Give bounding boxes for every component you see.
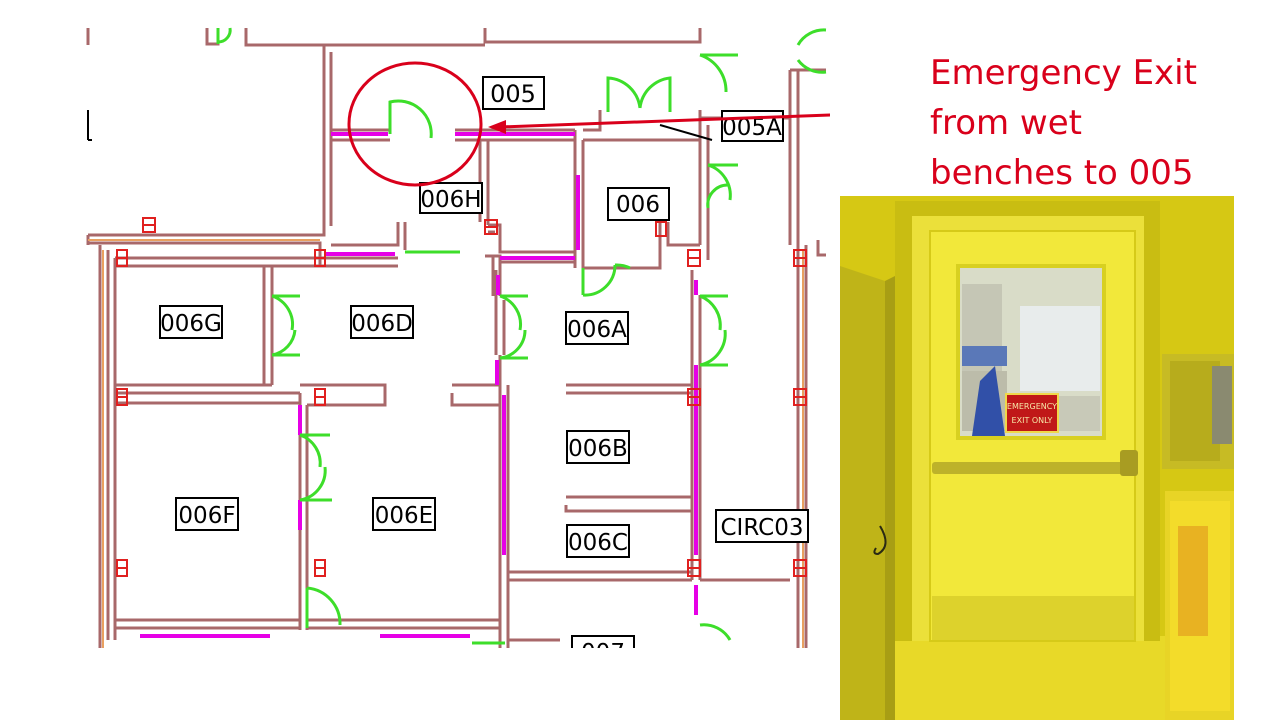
room-labels: 005 005A 006H 006 006G 006D 006A 006B 00… (159, 76, 809, 666)
room-label-circ03: CIRC03 (715, 509, 809, 543)
callout-line-2: from wet (930, 103, 1082, 143)
walls (86, 28, 826, 648)
svg-text:006E: 006E (375, 503, 433, 529)
floor-plan: 005 005A 006H 006 006G 006D 006A 006B 00… (86, 27, 830, 666)
room-label-006h: 006H (419, 182, 483, 214)
emergency-exit-sign: EMERGENCY EXIT ONLY (1005, 393, 1059, 433)
room-label-006: 006 (607, 187, 670, 221)
svg-text:005: 005 (490, 80, 536, 108)
svg-text:CIRC03: CIRC03 (720, 515, 803, 541)
room-label-006b: 006B (566, 430, 630, 464)
doors (216, 27, 827, 645)
svg-text:006H: 006H (420, 187, 481, 213)
highlight-circle (347, 61, 483, 187)
svg-text:006D: 006D (351, 311, 413, 337)
room-label-005: 005 (482, 76, 545, 110)
structural-markers (116, 217, 807, 577)
outer-wall-accent (88, 239, 804, 648)
svg-text:006A: 006A (567, 317, 627, 343)
room-label-006d: 006D (350, 305, 414, 339)
room-label-006g: 006G (159, 305, 223, 339)
callout-text: Emergency Exit from wet benches to 005 (930, 48, 1260, 198)
svg-text:EXIT ONLY: EXIT ONLY (1012, 416, 1053, 425)
room-label-006f: 006F (175, 497, 239, 531)
svg-text:006F: 006F (178, 503, 235, 529)
annotation-lines (87, 110, 713, 141)
svg-text:006G: 006G (160, 311, 222, 337)
callout-arrow-head (488, 120, 506, 134)
callout-arrow-line (499, 113, 830, 129)
room-label-006c: 006C (566, 524, 630, 558)
svg-text:EMERGENCY: EMERGENCY (1007, 402, 1057, 411)
room-label-007: 007 (571, 635, 635, 666)
svg-text:006C: 006C (568, 530, 628, 556)
svg-text:007: 007 (581, 640, 625, 666)
push-bar (932, 462, 1132, 474)
exit-highlight (347, 61, 830, 187)
callout-line-3: benches to 005 (930, 153, 1194, 193)
room-label-006e: 006E (372, 497, 436, 531)
svg-text:006B: 006B (568, 436, 628, 462)
callout-line-1: Emergency Exit (930, 53, 1197, 93)
svg-text:006: 006 (616, 192, 660, 218)
room-label-006a: 006A (565, 311, 629, 345)
room-label-005a: 005A (721, 110, 784, 142)
exit-door-photo: EMERGENCY EXIT ONLY (840, 196, 1234, 720)
